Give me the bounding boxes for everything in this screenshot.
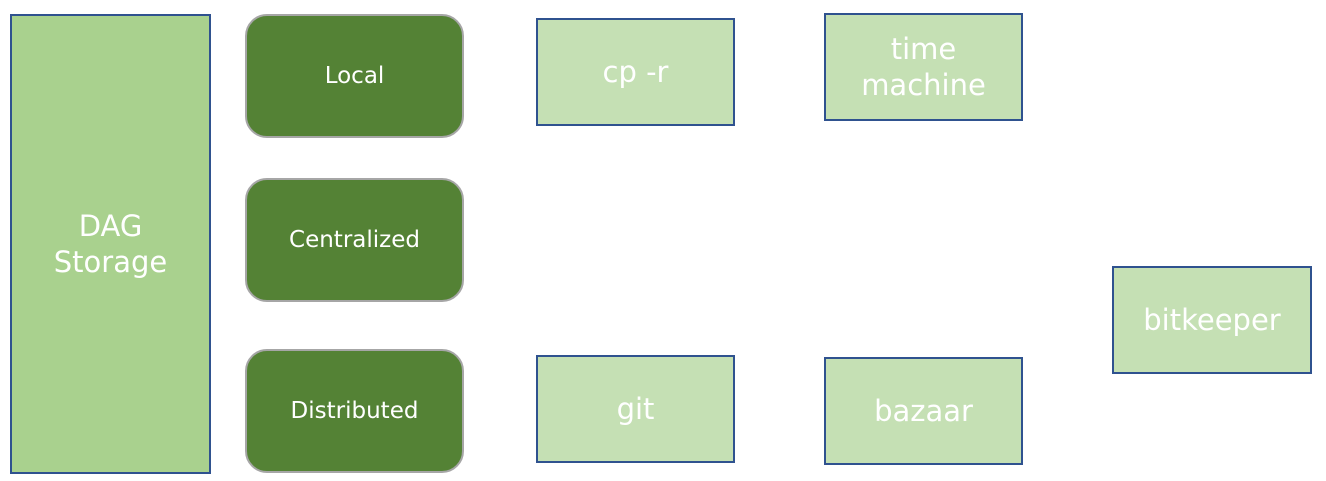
category-distributed-box: Distributed [245, 349, 464, 473]
tool-git-box: git [536, 355, 735, 463]
tool-bazaar-box: bazaar [824, 357, 1023, 465]
dag-storage-box: DAG Storage [10, 14, 211, 474]
tool-bitkeeper-box: bitkeeper [1112, 266, 1312, 374]
category-centralized-box: Centralized [245, 178, 464, 302]
tool-cp-r-box: cp -r [536, 18, 735, 126]
category-local-box: Local [245, 14, 464, 138]
tool-time-machine-box: time machine [824, 13, 1023, 121]
